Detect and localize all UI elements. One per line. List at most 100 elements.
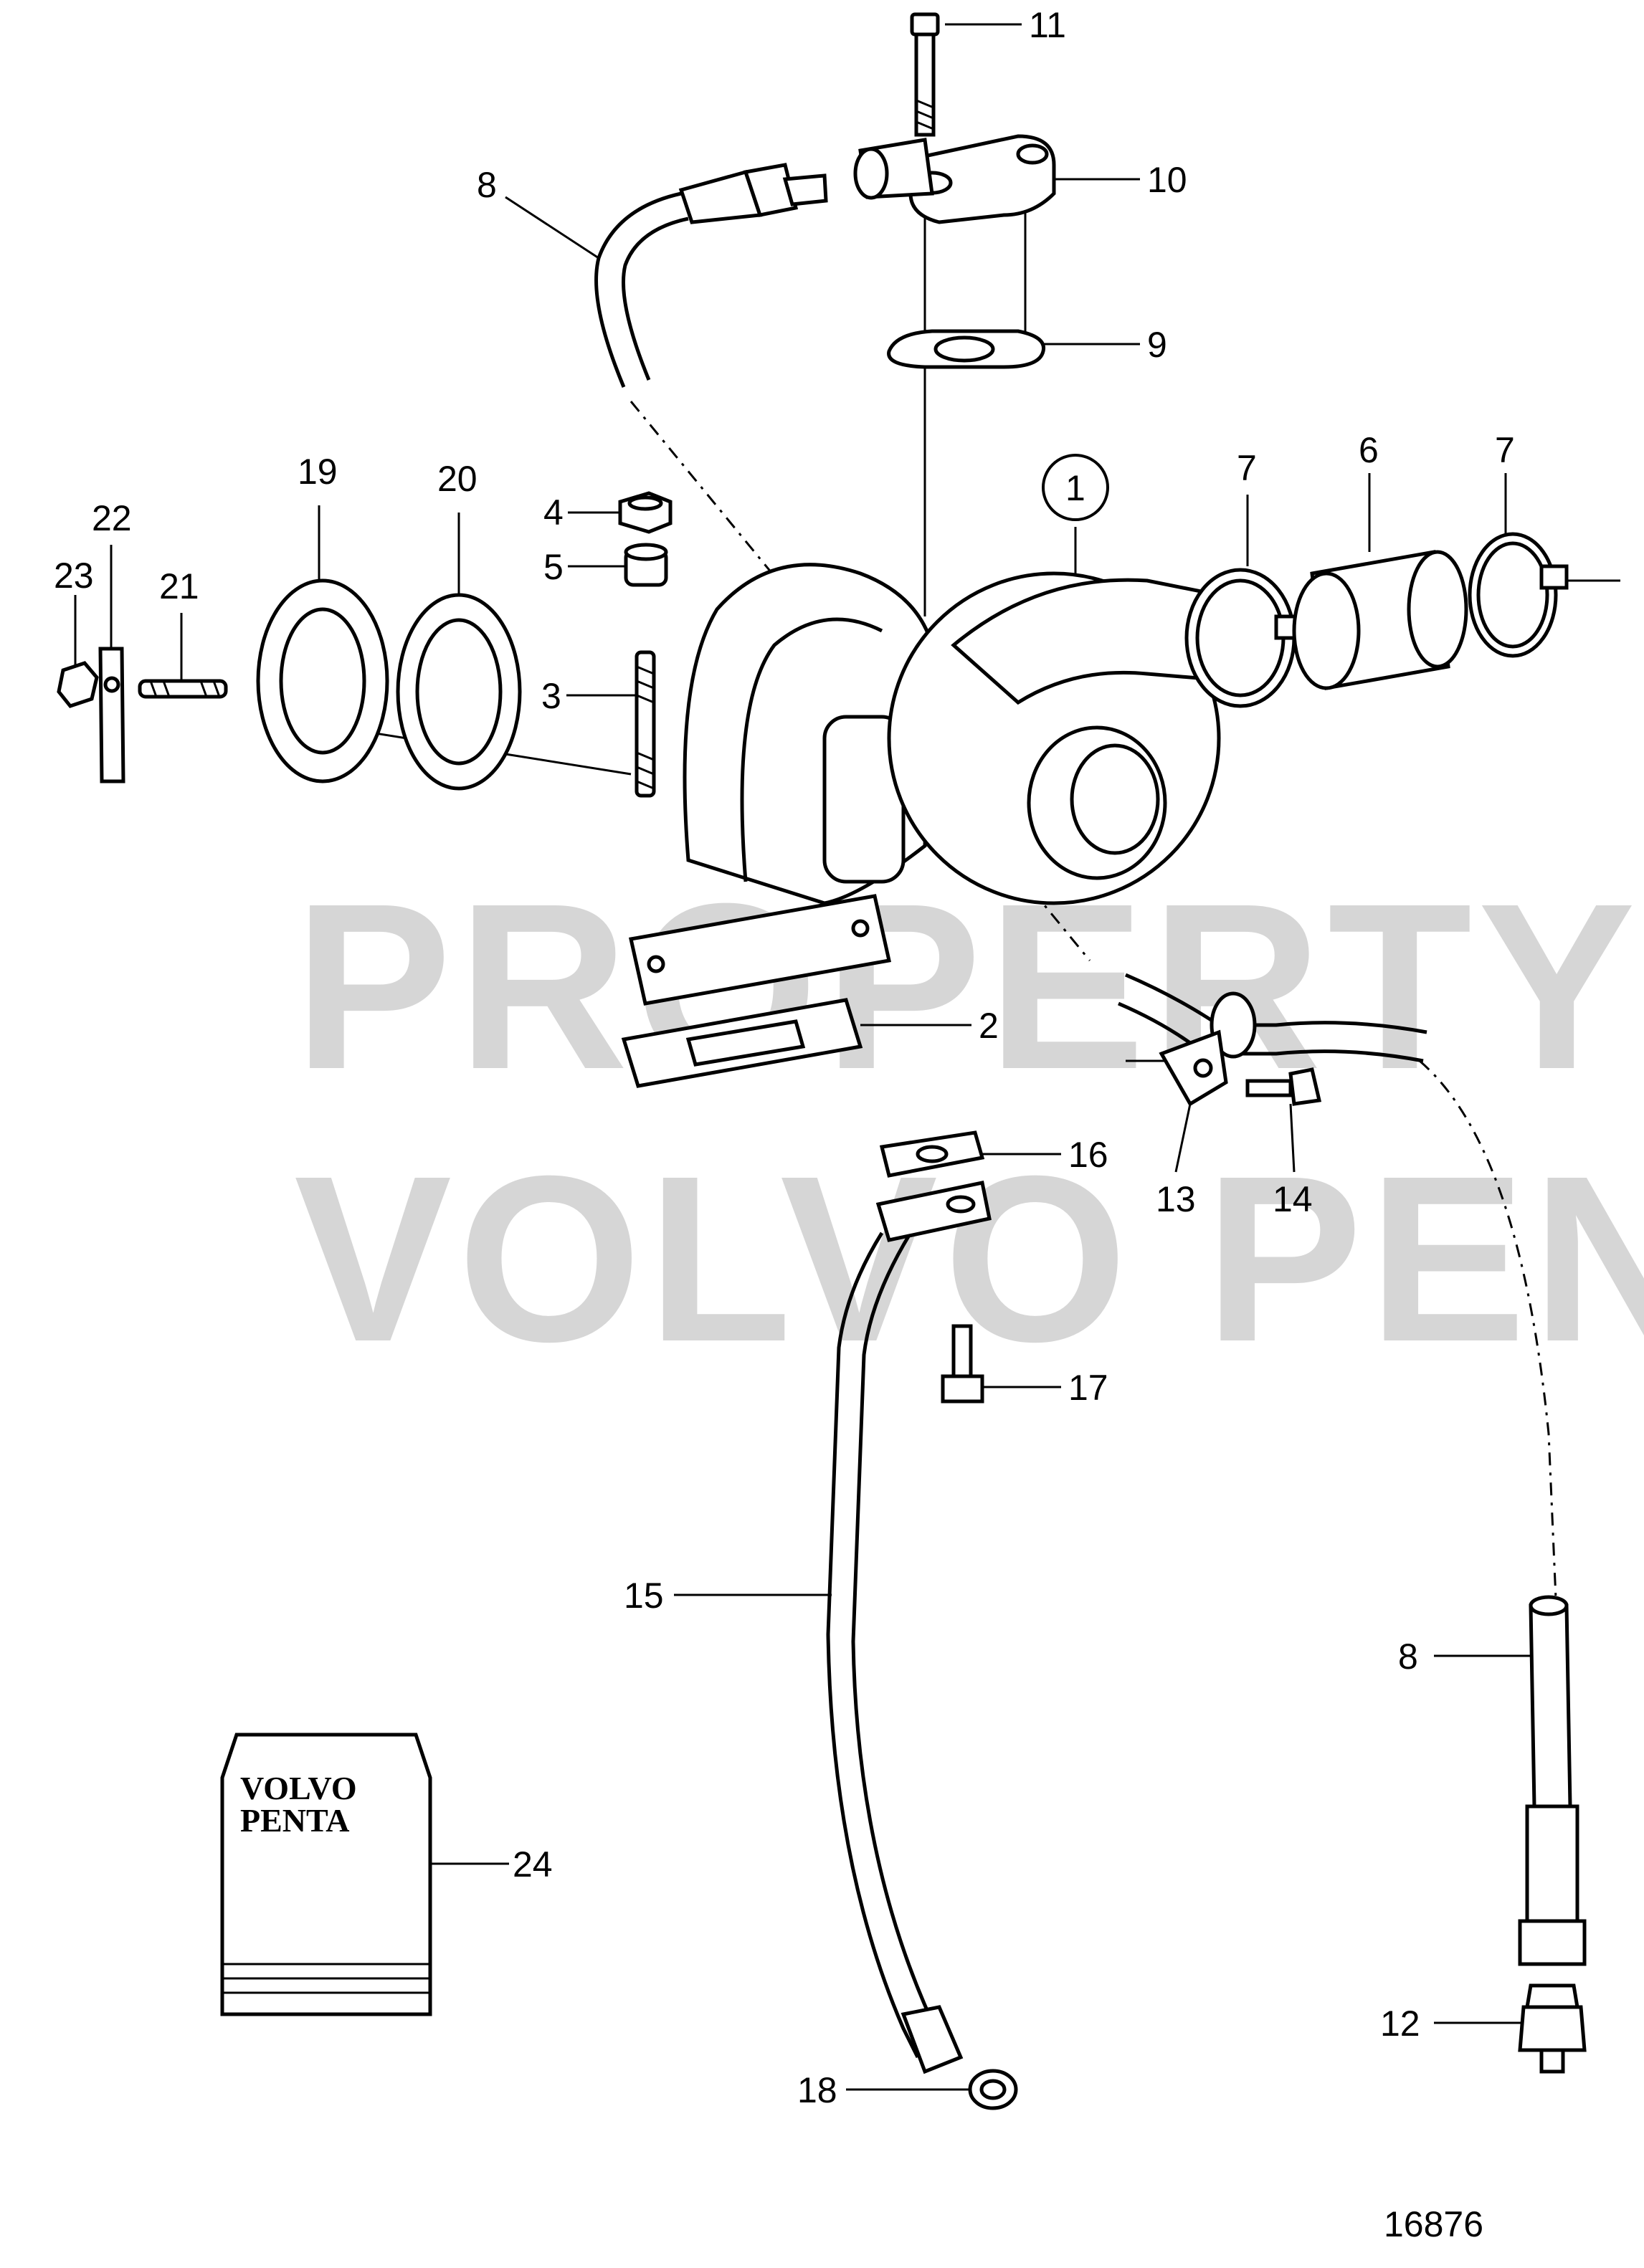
hose-8-lower-ferrule	[1525, 1804, 1579, 1923]
sealing-washer-18-hole	[979, 2079, 1007, 2100]
gasket-2-opening	[685, 1019, 806, 1067]
stud-21	[138, 679, 228, 699]
callout-17: 17	[1068, 1368, 1108, 1408]
intake-hose-6	[1292, 550, 1468, 690]
oil-return-pipe-15	[826, 1231, 964, 2074]
hose-8-upper-wall-b	[621, 216, 689, 381]
hose-8-upper-wall-a	[594, 191, 682, 388]
callout-7-right: 7	[1495, 430, 1515, 470]
callout-8-upper: 8	[477, 165, 497, 205]
gasket-20	[396, 593, 522, 791]
callout-6: 6	[1359, 430, 1379, 470]
bolt-14	[1245, 1067, 1322, 1106]
flange-19	[256, 578, 389, 783]
gasket-9	[887, 329, 1046, 369]
gasket-kit-24-brand-line2: PENTA	[240, 1802, 350, 1839]
intake-hose-6-end-b	[1407, 550, 1468, 669]
hose-lower-run	[1118, 973, 1427, 1063]
sealing-washer-18	[968, 2069, 1018, 2110]
callout-12: 12	[1380, 2003, 1420, 2044]
oil-return-pipe-15-end	[901, 2005, 964, 2074]
stud-3	[635, 650, 656, 798]
pipe-flange-15-hole	[946, 1195, 976, 1214]
callout-labels: 11 10 9 8 1 7 6 7 4 5 3 2 19 20 21 22 23…	[54, 5, 1515, 2110]
hose-8-lower-end	[1529, 1595, 1569, 1616]
callout-16: 16	[1068, 1135, 1108, 1175]
nut-4	[618, 491, 673, 534]
bolt-17	[941, 1324, 984, 1404]
gasket-kit-24-stripes	[224, 1963, 429, 1994]
callout-1: 1	[1065, 468, 1085, 508]
callout-10: 10	[1147, 160, 1187, 200]
spacer-5-top	[624, 543, 668, 561]
spacer-5	[624, 543, 668, 587]
gasket-9-hole	[933, 335, 995, 363]
hose-clamp-7-right	[1468, 532, 1569, 658]
nut-23-body	[57, 661, 99, 708]
callout-1-circle	[1042, 454, 1109, 521]
callout-23: 23	[54, 556, 94, 596]
banjo-fitting-10-hole-2	[1016, 143, 1049, 165]
hose-8-upper-nut	[743, 163, 799, 217]
callout-14: 14	[1273, 1179, 1313, 1219]
hose-clamp-7-right-inner	[1476, 541, 1549, 649]
flange-gasket-16-hole	[916, 1145, 949, 1163]
leader-lines	[74, 23, 1531, 2091]
hose-8-upper	[594, 163, 828, 388]
hose-lower-run-wall-b	[1118, 1001, 1424, 1063]
callout-5: 5	[543, 547, 564, 587]
turbine-housing-contour	[740, 617, 883, 882]
callout-3: 3	[541, 676, 561, 716]
watermark-line-1: PROPERTY OF	[294, 854, 1644, 1118]
lock-plate-22-hole	[103, 676, 120, 693]
hose-clamp-7-right-screw	[1539, 564, 1569, 590]
gasket-kit-24-brand-line1: VOLVO	[240, 1770, 357, 1806]
callout-20: 20	[437, 459, 477, 499]
oil-return-pipe-15-wall-b	[851, 1231, 949, 2052]
bolt-17-head	[941, 1374, 984, 1404]
gasket-kit-24-envelope	[220, 1733, 432, 2016]
stud-21-thread	[149, 680, 221, 697]
oil-return-pipe-15-wall-a	[826, 1231, 920, 2059]
drawing-number: 16876	[1384, 2204, 1483, 2244]
hose-8-lower	[1518, 1595, 1587, 1966]
bolt-11-thread	[916, 99, 934, 130]
hose-8-lower-body	[1529, 1604, 1572, 1809]
clamp-13	[1159, 1029, 1228, 1107]
pipe-flange-15	[875, 1181, 992, 1242]
gasket-kit-24: VOLVO PENTA	[220, 1733, 432, 2016]
stud-3-body	[635, 650, 656, 798]
hose-clamp-7-right-band	[1468, 532, 1558, 658]
lock-plate-22-body	[98, 647, 125, 783]
callout-9: 9	[1147, 325, 1167, 365]
lock-plate-22	[98, 647, 125, 783]
gasket-2	[621, 998, 863, 1088]
turbine-flange-hole-2	[851, 919, 870, 938]
hose-axis-line-lower	[1419, 1059, 1557, 1599]
callout-24: 24	[513, 1844, 553, 1885]
bolt-14-shank	[1245, 1079, 1293, 1097]
bolt-17-shank	[951, 1324, 973, 1378]
callout-7-left: 7	[1237, 448, 1257, 488]
callout-22: 22	[92, 498, 132, 538]
callout-8-lower: 8	[1398, 1636, 1418, 1677]
union-12	[1518, 1983, 1587, 2074]
callout-21: 21	[159, 566, 199, 606]
callout-2: 2	[979, 1006, 999, 1046]
union-12-nut	[1525, 1983, 1579, 2009]
hose-lower-run-wall-a	[1125, 973, 1427, 1034]
callout-18: 18	[797, 2070, 837, 2110]
banjo-fitting-10-port	[853, 147, 889, 200]
flange-19-bore	[279, 607, 366, 755]
leader-13	[1174, 1103, 1192, 1173]
callout-11: 11	[1029, 5, 1066, 45]
clamp-13-hole	[1193, 1058, 1213, 1078]
bolt-11-shank	[914, 32, 936, 137]
callout-13: 13	[1156, 1179, 1196, 1219]
callout-4: 4	[543, 492, 564, 533]
watermark: PROPERTY OF VOLVO PENTA	[294, 854, 1644, 1391]
flange-gasket-16	[879, 1130, 985, 1178]
union-12-stem	[1539, 2048, 1565, 2074]
compressor-inlet-bore	[1070, 743, 1160, 855]
hose-8-lower-nut	[1518, 1919, 1587, 1966]
